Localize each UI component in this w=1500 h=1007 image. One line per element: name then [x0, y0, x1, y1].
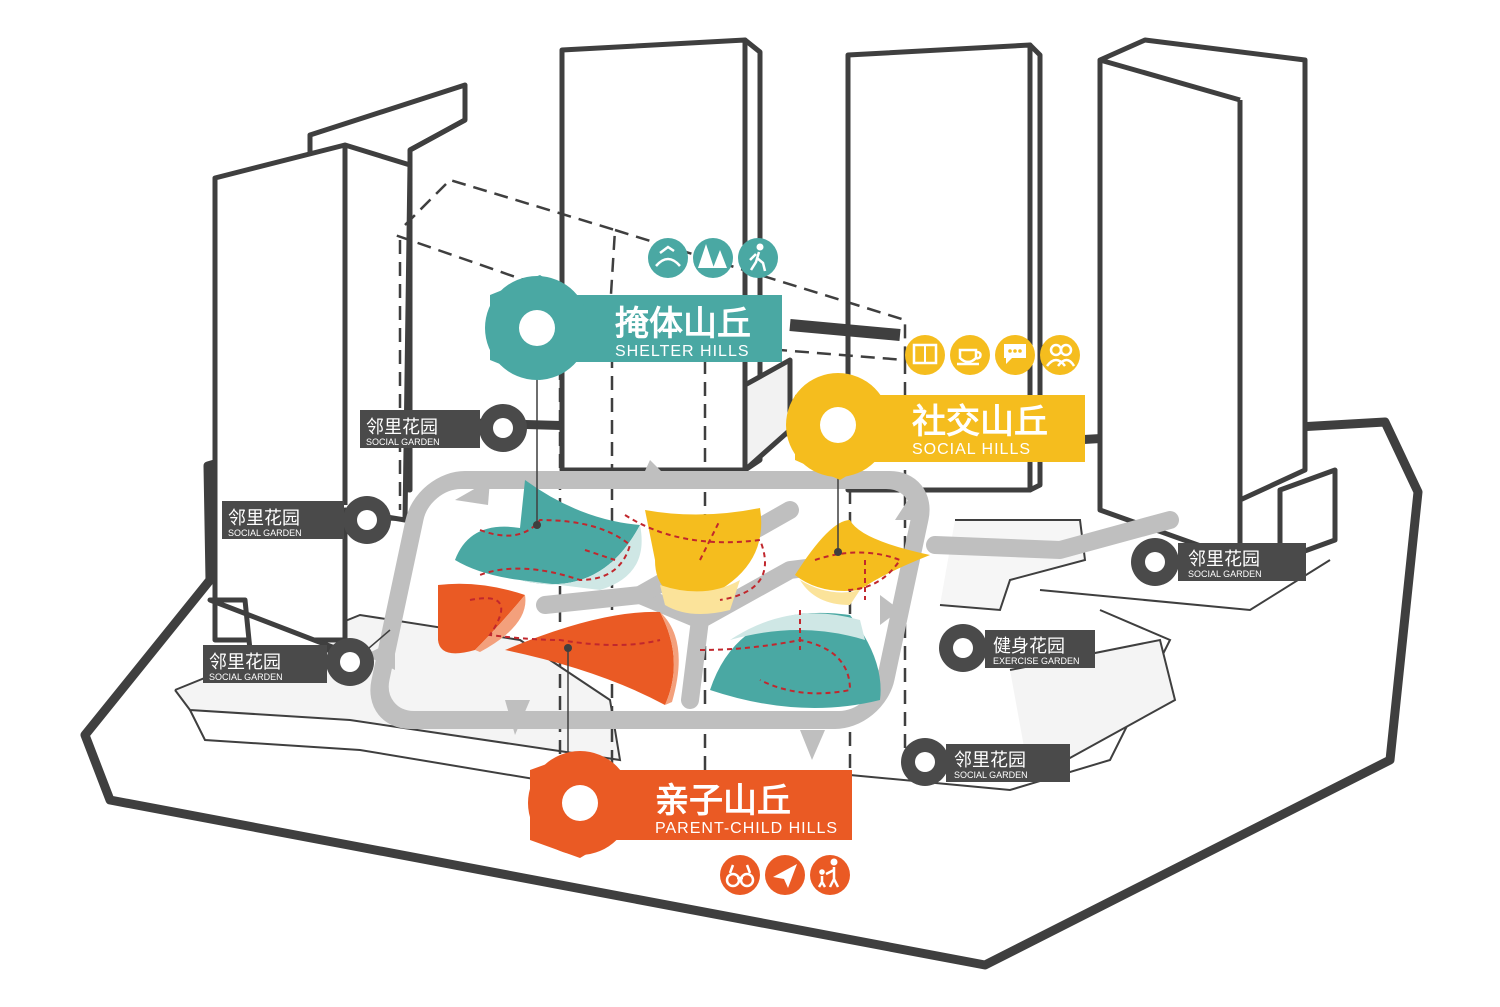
- garden-label-6: 邻里花园 SOCIAL GARDEN: [901, 738, 1070, 786]
- garden-label-1: 邻里花园 SOCIAL GARDEN: [360, 404, 527, 452]
- shelter-hills-label: 掩体山丘 SHELTER HILLS: [485, 275, 782, 380]
- garden-5-title: 健身花园: [993, 636, 1065, 657]
- garden-label-5: 健身花园 EXERCISE GARDEN: [939, 624, 1095, 672]
- social-hills-title: 社交山丘: [912, 402, 1048, 442]
- parent-child-hills-title: 亲子山丘: [655, 781, 791, 821]
- garden-5-subtitle: EXERCISE GARDEN: [993, 656, 1080, 666]
- social-hills-subtitle: SOCIAL HILLS: [912, 441, 1031, 458]
- parent-child-hills-subtitle: PARENT-CHILD HILLS: [655, 820, 838, 837]
- parent-child-hills-pin: [562, 785, 598, 821]
- hill-social-2: [795, 520, 930, 605]
- hill-parent-child-1: [438, 583, 526, 654]
- garden-label-4: 邻里花园 SOCIAL GARDEN: [1131, 538, 1306, 586]
- shelter-hills-subtitle: SHELTER HILLS: [615, 343, 750, 360]
- hill-shelter-1: [455, 480, 642, 590]
- garden-3-title: 邻里花园: [209, 652, 281, 673]
- hill-shelter-2: [710, 612, 881, 708]
- people-icon: [1040, 335, 1080, 375]
- garden-6-title: 邻里花园: [954, 750, 1026, 771]
- hill-parent-child-2: [505, 611, 679, 705]
- garden-label-3: 邻里花园 SOCIAL GARDEN: [203, 638, 374, 686]
- garden-6-subtitle: SOCIAL GARDEN: [954, 770, 1028, 780]
- social-hills-icons: [905, 335, 1080, 375]
- social-hills-label: 社交山丘 SOCIAL HILLS: [786, 373, 1085, 480]
- tower-right: [1097, 37, 1338, 563]
- garden-3-subtitle: SOCIAL GARDEN: [209, 672, 283, 682]
- tower-center-right: [845, 42, 1043, 493]
- garden-2-title: 邻里花园: [228, 508, 300, 529]
- garden-label-2: 邻里花园 SOCIAL GARDEN: [222, 496, 391, 544]
- hill-social-1: [645, 508, 762, 614]
- garden-1-subtitle: SOCIAL GARDEN: [366, 437, 440, 447]
- garden-4-title: 邻里花园: [1188, 549, 1260, 570]
- shelter-hills-title: 掩体山丘: [615, 304, 751, 344]
- social-hills-pin: [820, 407, 856, 443]
- parent-child-hills-label: 亲子山丘 PARENT-CHILD HILLS: [528, 751, 852, 858]
- coffee-cup-icon: [950, 335, 990, 375]
- shelter-hills-pin: [519, 310, 555, 346]
- pine-trees-icon: [693, 238, 733, 278]
- parent-child-icon: [810, 855, 850, 895]
- garden-1-title: 邻里花园: [366, 417, 438, 438]
- binoculars-icon: [720, 855, 760, 895]
- internal-routes: [469, 514, 902, 695]
- path-arrows: [365, 460, 925, 760]
- shelter-hills-icons: [648, 238, 778, 278]
- garden-2-subtitle: SOCIAL GARDEN: [228, 528, 302, 538]
- roof-edge: [789, 319, 901, 341]
- garden-4-subtitle: SOCIAL GARDEN: [1188, 569, 1262, 579]
- parent-child-hills-icons: [720, 855, 850, 895]
